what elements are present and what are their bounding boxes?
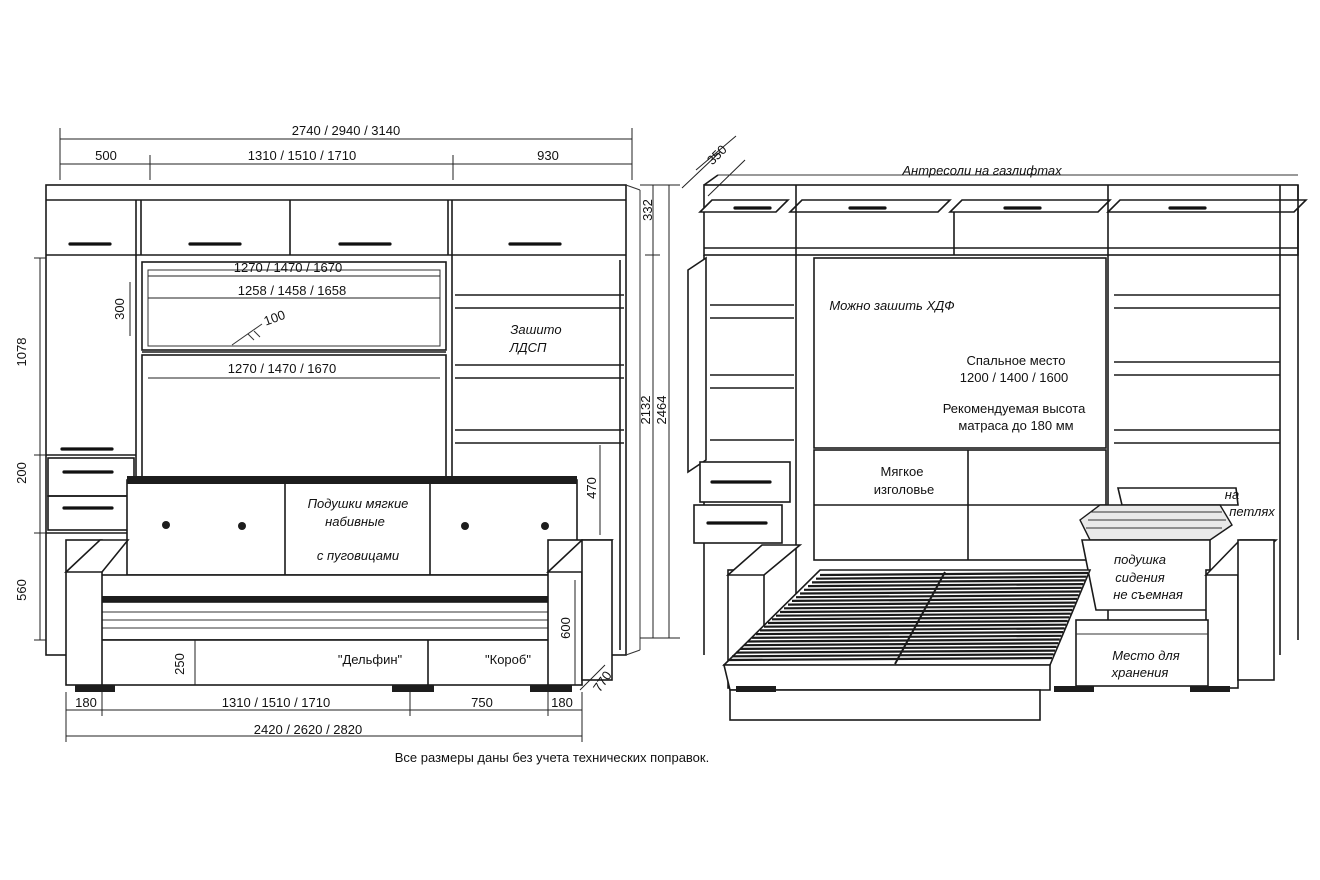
right-vertical-dims	[194, 184, 680, 691]
dim-arm-left: 180	[75, 695, 97, 710]
label-hdf: Можно зашить ХДФ	[829, 298, 954, 313]
label-sleep-1: Спальное место	[967, 353, 1066, 368]
label-hinges-2: петлях	[1229, 504, 1275, 519]
label-seat-2: сидения	[1115, 570, 1165, 585]
dim-niche-outer: 1270 / 1470 / 1670	[234, 260, 342, 275]
bed-center-fold	[894, 571, 946, 665]
bed-slat	[755, 630, 1064, 636]
dim-height-total: 2464	[654, 396, 669, 425]
label-seat-1: подушка	[1114, 552, 1166, 567]
dim-arm-right: 180	[551, 695, 573, 710]
label-hinges-1: на	[1225, 487, 1239, 502]
bed-slat	[775, 612, 1071, 617]
bed-slat	[815, 575, 1087, 580]
dim-sofa-total: 2420 / 2620 / 2820	[254, 722, 362, 737]
dim-right-section: 930	[537, 148, 559, 163]
dim-sofa-height: 600	[558, 617, 573, 639]
bed-slat	[799, 590, 1081, 595]
dim-bottom-height: 560	[14, 579, 29, 601]
dim-sofa-seat: 250	[172, 653, 187, 675]
mezzanines	[698, 174, 1308, 655]
dim-locker-height: 1078	[14, 338, 29, 367]
dim-niche-height: 300	[112, 298, 127, 320]
bed-slat	[811, 579, 1085, 584]
bottom-dimensions	[65, 692, 583, 742]
dim-sofa-right: 750	[471, 695, 493, 710]
dim-top-height: 332	[640, 199, 655, 221]
left-view-labels: 2740 / 2940 / 3140 500 1310 / 1510 / 171…	[14, 123, 669, 737]
left-column	[46, 447, 136, 534]
label-cushions-3: с пуговицами	[317, 548, 399, 563]
label-box: "Короб"	[485, 652, 531, 667]
top-dimensions	[59, 128, 633, 180]
dim-niche-depth: 100	[262, 307, 288, 329]
bed-slat	[795, 594, 1079, 599]
bed-slat	[735, 649, 1056, 654]
bed-slat	[751, 634, 1062, 639]
armrests	[725, 539, 1279, 689]
bed-slat	[787, 601, 1076, 606]
bed-slat	[743, 642, 1059, 647]
label-cushions-1: Подушки мягкие	[308, 496, 409, 511]
bed-slats	[722, 569, 1092, 721]
right-view-labels: 350 Антресоли на газлифтах Можно зашить …	[704, 142, 1275, 680]
depth-dimension	[681, 135, 746, 197]
sofa-front	[63, 476, 614, 692]
bed-slat	[807, 583, 1084, 588]
label-storage-1: Место для	[1112, 648, 1179, 663]
bed-slat	[731, 653, 1054, 658]
label-mezzanine: Антресоли на газлифтах	[901, 163, 1062, 178]
label-storage-2: хранения	[1111, 665, 1169, 680]
bed-slat	[803, 586, 1082, 591]
storage-base	[1054, 619, 1230, 692]
dim-sofa-middle: 1310 / 1510 / 1710	[222, 695, 330, 710]
bed-slat	[791, 597, 1078, 602]
dim-bed-width: 1270 / 1470 / 1670	[228, 361, 336, 376]
dim-total-width: 2740 / 2940 / 3140	[292, 123, 400, 138]
dim-height-inner: 2132	[638, 396, 653, 425]
label-seat-3: не съемная	[1113, 587, 1183, 602]
bed-slat	[739, 645, 1057, 651]
bed-slat	[819, 571, 1089, 577]
bed-slat	[747, 638, 1060, 643]
dim-middle-section: 1310 / 1510 / 1710	[248, 148, 356, 163]
left-vertical-dims	[34, 257, 46, 641]
label-headboard-2: изголовье	[874, 482, 935, 497]
dim-back-gap: 470	[584, 477, 599, 499]
label-mattress-2: матраса до 180 мм	[958, 418, 1073, 433]
bed-slat	[759, 627, 1065, 632]
bed-slat	[783, 605, 1074, 610]
bed-slat	[727, 656, 1053, 662]
bed-slat	[779, 608, 1073, 614]
seat-cushion	[1079, 487, 1239, 611]
right-shelves	[455, 260, 624, 650]
label-sleep-2: 1200 / 1400 / 1600	[960, 370, 1068, 385]
label-cushions-2: набивные	[325, 514, 385, 529]
footnote: Все размеры даны без учета технических п…	[395, 750, 709, 765]
dim-drawer-height: 200	[14, 462, 29, 484]
left-view: 2740 / 2940 / 3140 500 1310 / 1510 / 171…	[14, 123, 680, 742]
label-sewn-1: Зашито	[510, 322, 561, 337]
right-tower	[1114, 185, 1299, 655]
label-dolphin: "Дельфин"	[338, 652, 403, 667]
label-headboard-1: Мягкое	[881, 464, 924, 479]
middle-niche	[129, 261, 447, 486]
label-mattress-1: Рекомендуемая высота	[943, 401, 1086, 416]
label-sewn-2: ЛДСП	[509, 340, 547, 355]
dim-left-section: 500	[95, 148, 117, 163]
right-view: 350 Антресоли на газлифтах Можно зашить …	[681, 135, 1308, 721]
dim-niche-inner: 1258 / 1458 / 1658	[238, 283, 346, 298]
left-tower	[687, 255, 794, 655]
